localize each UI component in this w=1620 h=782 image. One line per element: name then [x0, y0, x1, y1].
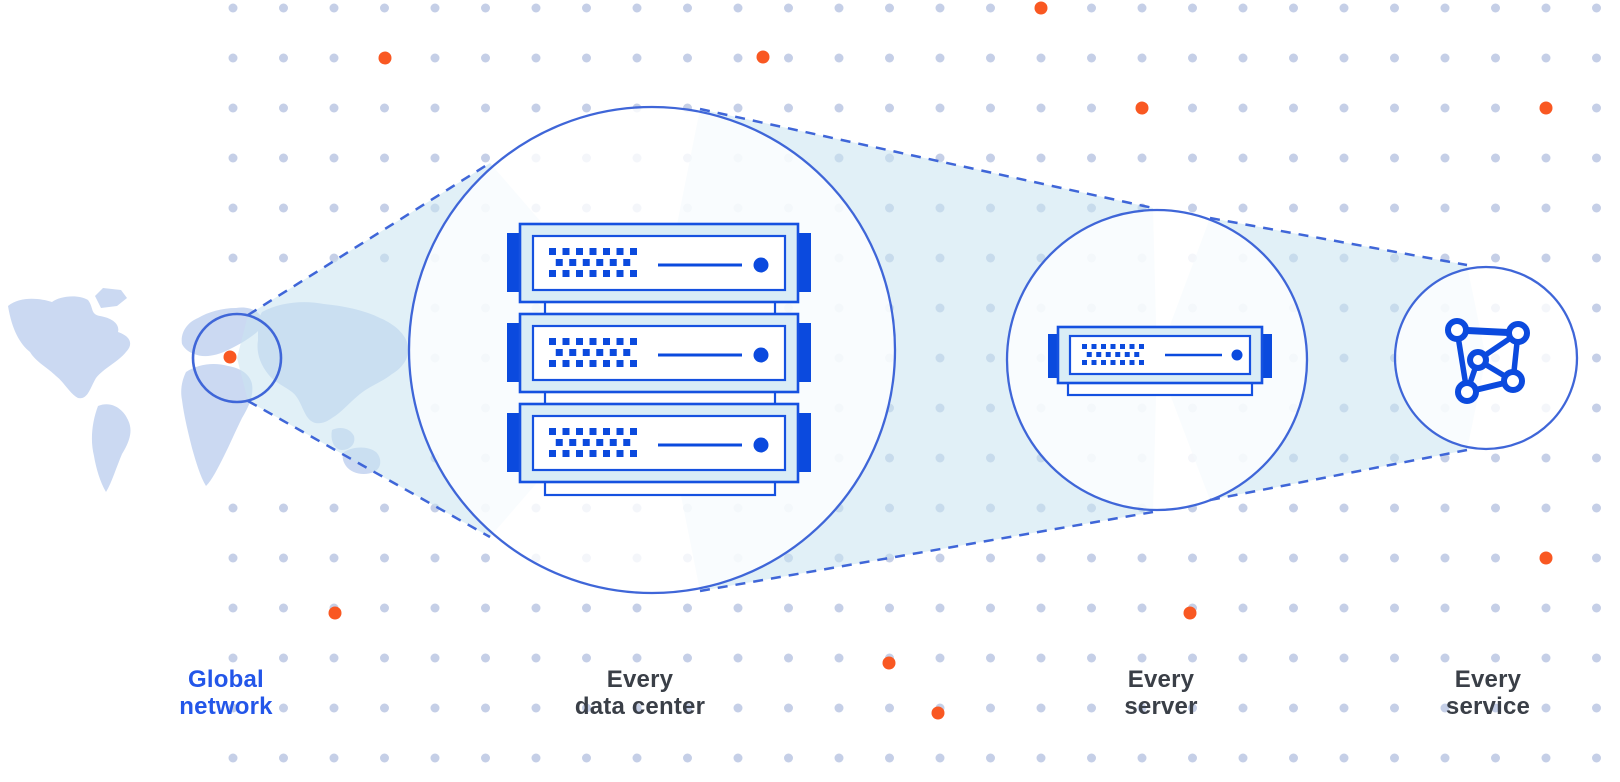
label-every-server: Every server — [1124, 666, 1198, 720]
label-every-service: Every service — [1445, 666, 1531, 720]
server-unit-1 — [507, 222, 811, 304]
continent-south-america — [91, 404, 131, 492]
led-indicator — [753, 257, 769, 273]
map-highlight-circle — [191, 312, 283, 404]
led-indicator — [753, 347, 769, 363]
continent-europe — [181, 307, 263, 357]
led-indicator — [1231, 349, 1243, 361]
vent-pattern — [1082, 344, 1144, 365]
continent-north-america — [8, 296, 131, 399]
orange-accent-dots — [223, 1, 1553, 720]
server-unit-2 — [507, 312, 811, 394]
label-every-data-center: Every data center — [574, 666, 706, 720]
single-server — [1048, 325, 1272, 397]
vent-pattern — [549, 428, 637, 457]
label-global-network: Global network — [179, 666, 273, 720]
vent-pattern — [549, 248, 637, 277]
vent-pattern — [549, 338, 637, 367]
dashed-zoom-lines — [247, 107, 1468, 593]
continent-africa — [181, 364, 253, 486]
server-unit-3 — [507, 402, 811, 484]
server-rack — [507, 222, 811, 497]
led-indicator — [753, 437, 769, 453]
network-mesh-icon — [1445, 318, 1530, 404]
continent-greenland — [95, 288, 127, 308]
